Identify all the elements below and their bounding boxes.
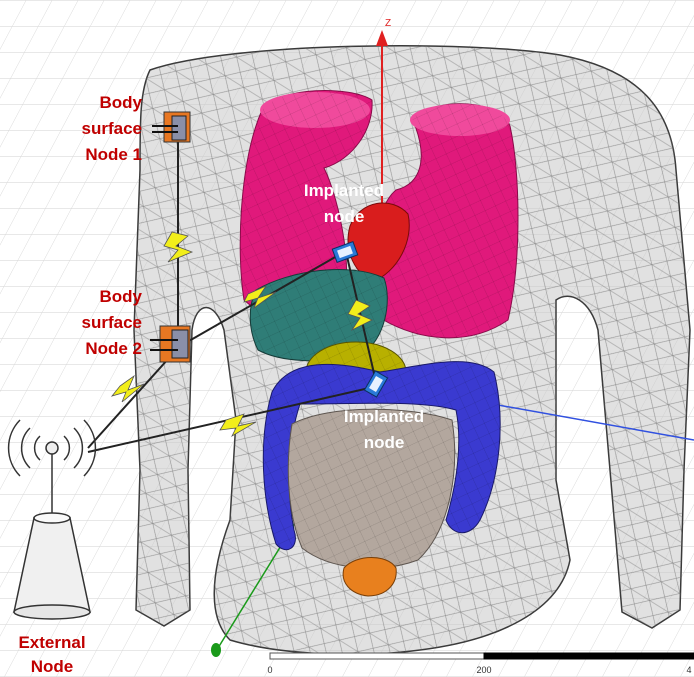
label-line: surface <box>82 119 142 138</box>
label-line: Body <box>100 93 143 112</box>
scale-tick-200: 200 <box>476 665 491 675</box>
label-line: Node <box>31 657 74 676</box>
label-line: Node 1 <box>85 145 142 164</box>
label-line: node <box>324 207 365 226</box>
z-axis-label: Z <box>385 18 391 29</box>
label-line: Implanted <box>344 407 424 426</box>
scale-tick-0: 0 <box>267 665 272 675</box>
scale-tick-4: 4 <box>686 665 691 675</box>
label-line: Implanted <box>304 181 384 200</box>
label-line: Node 2 <box>85 339 142 358</box>
label-line: External <box>18 633 85 652</box>
label-line: node <box>364 433 405 452</box>
label-line: surface <box>82 313 142 332</box>
label-line: Body <box>100 287 143 306</box>
